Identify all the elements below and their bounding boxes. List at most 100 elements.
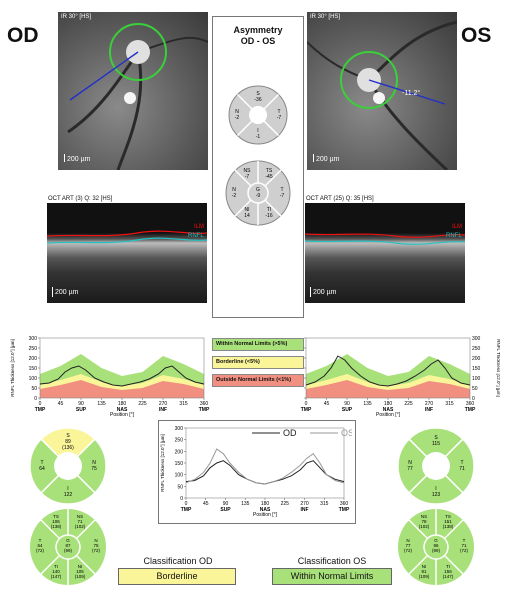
oct-label-os: OCT ART (25) Q: 35 [HS] [306, 196, 374, 202]
region-label: INF [159, 407, 167, 413]
od6-ti-val: 140 [52, 569, 60, 574]
os-oct-scan: ILM RNFL 200 µm [305, 203, 465, 303]
od4-t-val: 64 [39, 466, 45, 472]
rnfl-label-os: RNFL [446, 233, 462, 239]
y-axis-label: RNFL Thickness [12.0°] [µm] [160, 434, 165, 491]
y-tick-label: 300 [29, 336, 38, 342]
y-tick-label: 250 [29, 346, 38, 352]
od6-t-norm: (72) [36, 548, 45, 553]
os6-g-val: 96 [433, 543, 439, 548]
ir-label-os: IR 30° [HS] [310, 14, 341, 20]
os4-s: S [434, 435, 438, 441]
x-tick-label: 45 [203, 501, 209, 507]
region-label: NAS [117, 407, 128, 413]
asym6-ni-val: 14 [244, 213, 250, 219]
x-tick-label: 225 [281, 501, 290, 507]
scale-label-od: 200 µm [67, 156, 91, 163]
asym6-t: T [280, 187, 283, 193]
y-tick-label: 100 [472, 376, 481, 382]
x-tick-label: 225 [404, 401, 413, 407]
y-tick-label: 300 [472, 336, 481, 342]
legend-wnl: Within Normal Limits (>5%) [212, 338, 304, 351]
od6-ns: NS [77, 514, 83, 519]
asym4-n-val: -2 [235, 115, 240, 121]
x-tick-label: 360 [466, 401, 475, 407]
x-tick-label: 270 [300, 501, 309, 507]
series-line-od [39, 365, 205, 387]
os4-t-val: 71 [459, 466, 465, 472]
os6-ts-norm: (138) [443, 524, 454, 529]
region-label: TMP [181, 507, 192, 513]
asym4-i: I [257, 128, 258, 134]
y-tick-label: 50 [472, 386, 478, 392]
os4-n-val: 77 [407, 466, 413, 472]
combined-chart-panel [158, 420, 356, 524]
os6-ni-val: 91 [421, 569, 427, 574]
od6-n-val: 75 [93, 543, 99, 548]
x-tick-label: 45 [58, 401, 64, 407]
os6-n-val: 77 [405, 543, 411, 548]
od4-n-val: 75 [91, 466, 97, 472]
os6-ni: NI [422, 564, 427, 569]
x-tick-label: 315 [179, 401, 188, 407]
od4-s-val: 89 [65, 439, 71, 445]
os-label: OS [461, 24, 492, 47]
region-label: TMP [339, 507, 350, 513]
os6-t-norm: (72) [460, 548, 469, 553]
asym4-s-val: -36 [254, 97, 261, 103]
band-outside-normal [40, 380, 204, 398]
classification-os-title: Classification OS [297, 556, 367, 566]
od4-i-val: 122 [64, 492, 73, 498]
y-tick-label: 150 [472, 366, 481, 372]
series-line-os [305, 355, 471, 387]
ilm-label-od: ILM [194, 224, 205, 230]
os-fundus-image: IR 30° [HS] -11.2° 200 µm [307, 12, 457, 170]
od6-ns-norm: (102) [75, 524, 86, 529]
legend-label-os: OS [341, 428, 352, 438]
x-tick-label: 180 [384, 401, 393, 407]
x-tick-label: 135 [241, 501, 250, 507]
asym4-n: N [235, 109, 239, 115]
y-tick-label: 300 [175, 426, 184, 432]
region-label: SUP [220, 507, 231, 513]
region-label: NAS [383, 407, 394, 413]
x-tick-label: 360 [200, 401, 209, 407]
os-ring6-chart: NS 78 (102) TS 151 (138) N 77 (72) G 96 … [398, 509, 474, 585]
od-fundus-image: IR 30° [HS] 200 µm [58, 12, 208, 170]
y-tick-label: 100 [29, 376, 38, 382]
os6-t: T [463, 538, 466, 543]
od6-ts-val: 106 [52, 519, 60, 524]
x-tick-label: 0 [305, 401, 308, 407]
asym4-i-val: -1 [256, 134, 261, 140]
asym4-t-val: -7 [277, 115, 282, 121]
region-label: TMP [199, 407, 210, 413]
od-label: OD [7, 24, 39, 47]
od6-ni-norm: (109) [75, 574, 86, 579]
legend-label-od: OD [283, 428, 297, 438]
y-axis-label: RNFL Thickness [12.0°] [µm] [496, 339, 500, 396]
x-axis-label: Position [°] [110, 412, 135, 418]
os6-ns-val: 78 [421, 519, 427, 524]
od6-g-val: 87 [65, 543, 71, 548]
x-tick-label: 225 [138, 401, 147, 407]
x-tick-label: 45 [324, 401, 330, 407]
asym6-ts: TS [266, 168, 273, 174]
region-label: TMP [465, 407, 476, 413]
region-label: TMP [301, 407, 312, 413]
asymmetry-title: Asymmetry [233, 25, 283, 35]
y-tick-label: 0 [34, 396, 37, 402]
os6-ti-val: 156 [444, 569, 452, 574]
os4-n: N [408, 460, 412, 466]
angle-label-os: -11.2° [402, 90, 421, 97]
asymmetry-panel: Asymmetry OD - OS S -36 N -2 T -7 I -1 N… [212, 16, 304, 318]
asym6-ti: TI [267, 207, 271, 213]
x-tick-label: 180 [118, 401, 127, 407]
od-oct-scan: ILM RNFL 200 µm [47, 203, 207, 303]
ilm-label-os: ILM [452, 224, 463, 230]
legend-onl: Outside Normal Limits (<1%) [212, 374, 304, 387]
classification-od-value: Borderline [118, 568, 236, 585]
od4-t: T [40, 460, 43, 466]
os4-i-val: 123 [432, 492, 441, 498]
